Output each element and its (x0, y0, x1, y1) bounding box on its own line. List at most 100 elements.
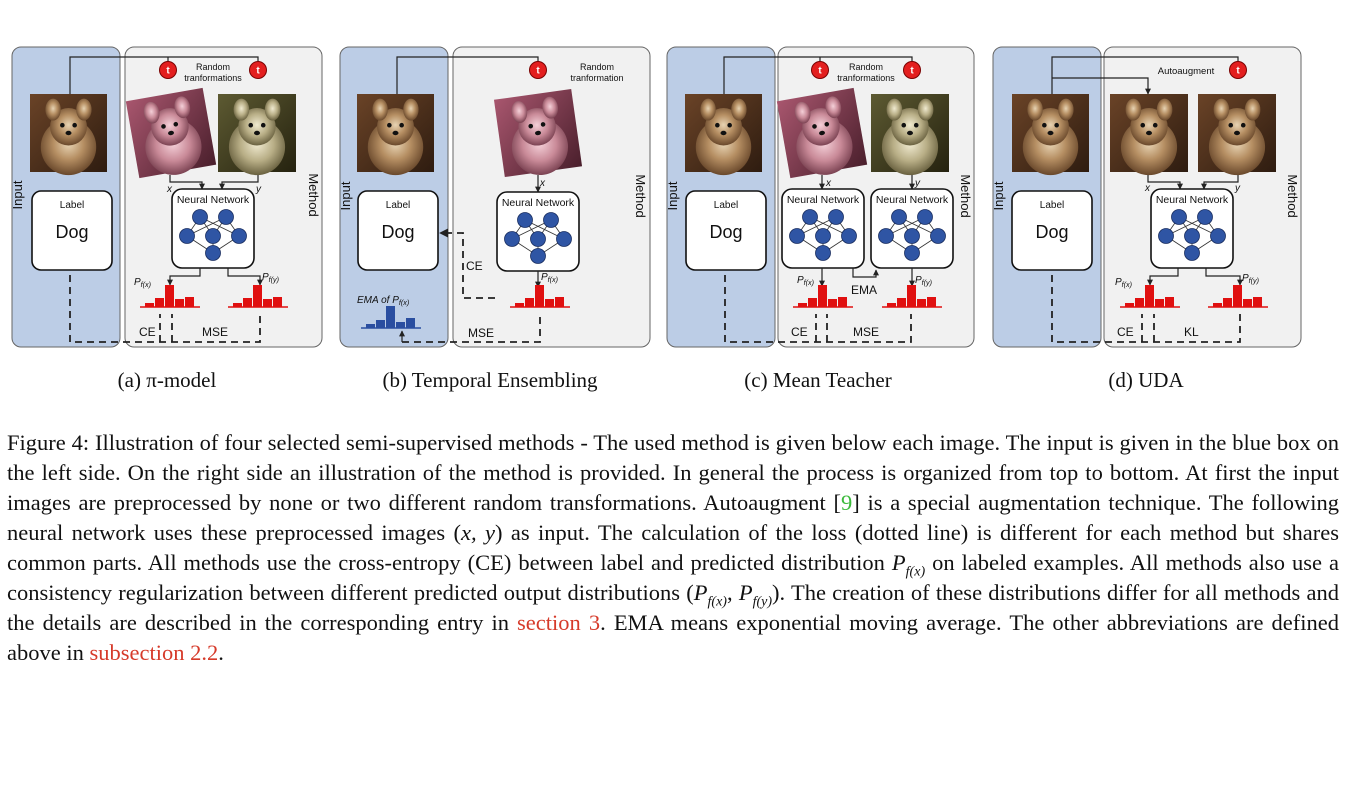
histogram-bar (907, 285, 916, 307)
histogram-bar (175, 299, 184, 307)
nn-node (530, 248, 546, 264)
connector (1147, 175, 1183, 190)
dog-image-transformed (776, 87, 868, 179)
nn-node (904, 245, 920, 261)
nn-node (1210, 228, 1226, 244)
section-link[interactable]: section 3 (517, 610, 601, 635)
histogram-bar (1165, 297, 1174, 307)
transform-text: tranformation (570, 73, 623, 83)
connector (723, 56, 913, 94)
subcaption-c: (c) Mean Teacher (744, 368, 892, 392)
method-label: Method (1285, 174, 1300, 217)
method-label: Method (633, 174, 648, 217)
loss-line (69, 275, 261, 343)
nn-node (891, 209, 907, 225)
neural-network: Neural Network (171, 188, 255, 269)
subcaption-b: (b) Temporal Ensembling (382, 368, 598, 392)
connector (69, 56, 259, 94)
pfx-label: Pf(x) (541, 272, 558, 284)
input-label: Input (665, 181, 680, 210)
subcaption-a: (a) π-model (117, 368, 217, 392)
nn-node (231, 228, 247, 244)
distribution-fx (140, 285, 200, 308)
nn-node (179, 228, 195, 244)
histogram-bar (406, 318, 415, 328)
subcaption-d: (d) UDA (1108, 368, 1184, 392)
loss-line (724, 275, 912, 343)
citation-link-autoaugment[interactable]: 9 (840, 490, 853, 515)
connector (1052, 77, 1151, 95)
subsection-link[interactable]: subsection 2.2 (89, 640, 219, 665)
nn-node (1184, 245, 1200, 261)
loss-mse: MSE (202, 325, 228, 339)
figure-caption: Figure 4: Illustration of four selected … (7, 428, 1339, 668)
histogram-bar (1155, 299, 1164, 307)
pfx-label: Pf(x) (797, 275, 814, 287)
math-p-2: P (693, 580, 708, 605)
dog-image (1012, 94, 1089, 176)
ema-label: EMA of Pf(x) (357, 295, 409, 307)
method-label: Method (306, 173, 321, 216)
histogram-bar (1223, 298, 1232, 307)
ema-text: EMA (851, 283, 877, 297)
histogram-bar (818, 285, 827, 307)
x-label: x (539, 178, 546, 189)
loss-line (439, 228, 495, 299)
distribution-ema (361, 306, 421, 329)
dog-image-augmented (1198, 94, 1276, 176)
histogram-bar (798, 303, 807, 307)
y-label: y (914, 178, 921, 189)
histogram-bar (376, 320, 385, 328)
loss-ce: CE (139, 325, 156, 339)
nn-node (802, 209, 818, 225)
pfy-label: Pf(y) (915, 275, 932, 287)
histogram-bar (185, 297, 194, 307)
histogram-bar (233, 303, 242, 307)
distribution-fx (510, 285, 570, 308)
nn-node (815, 228, 831, 244)
transform-text: Random (196, 62, 230, 72)
x-label: x (1144, 183, 1151, 194)
neural-network-label: Neural Network (502, 197, 575, 209)
dog-image-transformed (493, 88, 583, 178)
label-value: Dog (1035, 222, 1068, 242)
histogram-bar (386, 306, 395, 328)
transform-text: Random (580, 62, 614, 72)
neural-network-label: Neural Network (1156, 194, 1229, 206)
caption-text-1: Figure 4: Illustration of four selected … (7, 430, 1339, 515)
neural-network-teacher: Neural Network (870, 188, 954, 269)
histogram-bar (838, 297, 847, 307)
histogram-bar (927, 297, 936, 307)
nn-node (205, 228, 221, 244)
loss-kl: KL (1184, 325, 1199, 339)
dog-image-transformed (125, 87, 217, 179)
transform-symbol: t (818, 66, 822, 77)
nn-node (504, 231, 520, 247)
distribution-fy (882, 285, 942, 308)
nn-node (543, 212, 559, 228)
dog-image (30, 94, 107, 176)
x-label: x (825, 178, 832, 189)
y-label: y (255, 184, 262, 195)
dog-image-transformed (871, 94, 949, 176)
label-title: Label (60, 200, 84, 211)
connector (1147, 268, 1179, 286)
histogram-bar (887, 303, 896, 307)
transform-icon: t (159, 61, 177, 79)
connector (396, 56, 539, 94)
math-sub-fx: f(x) (905, 564, 926, 580)
histogram-bar (555, 297, 564, 307)
connector (1201, 175, 1239, 190)
histogram-bar (165, 285, 174, 307)
nn-node (904, 228, 920, 244)
pfx-label: Pf(x) (1115, 277, 1132, 289)
distribution-fy (1208, 285, 1268, 308)
transform-icon: t (1229, 61, 1247, 79)
histogram-bar (1243, 299, 1252, 307)
pfy-label: Pf(y) (262, 272, 279, 284)
histogram-bar (1145, 285, 1154, 307)
